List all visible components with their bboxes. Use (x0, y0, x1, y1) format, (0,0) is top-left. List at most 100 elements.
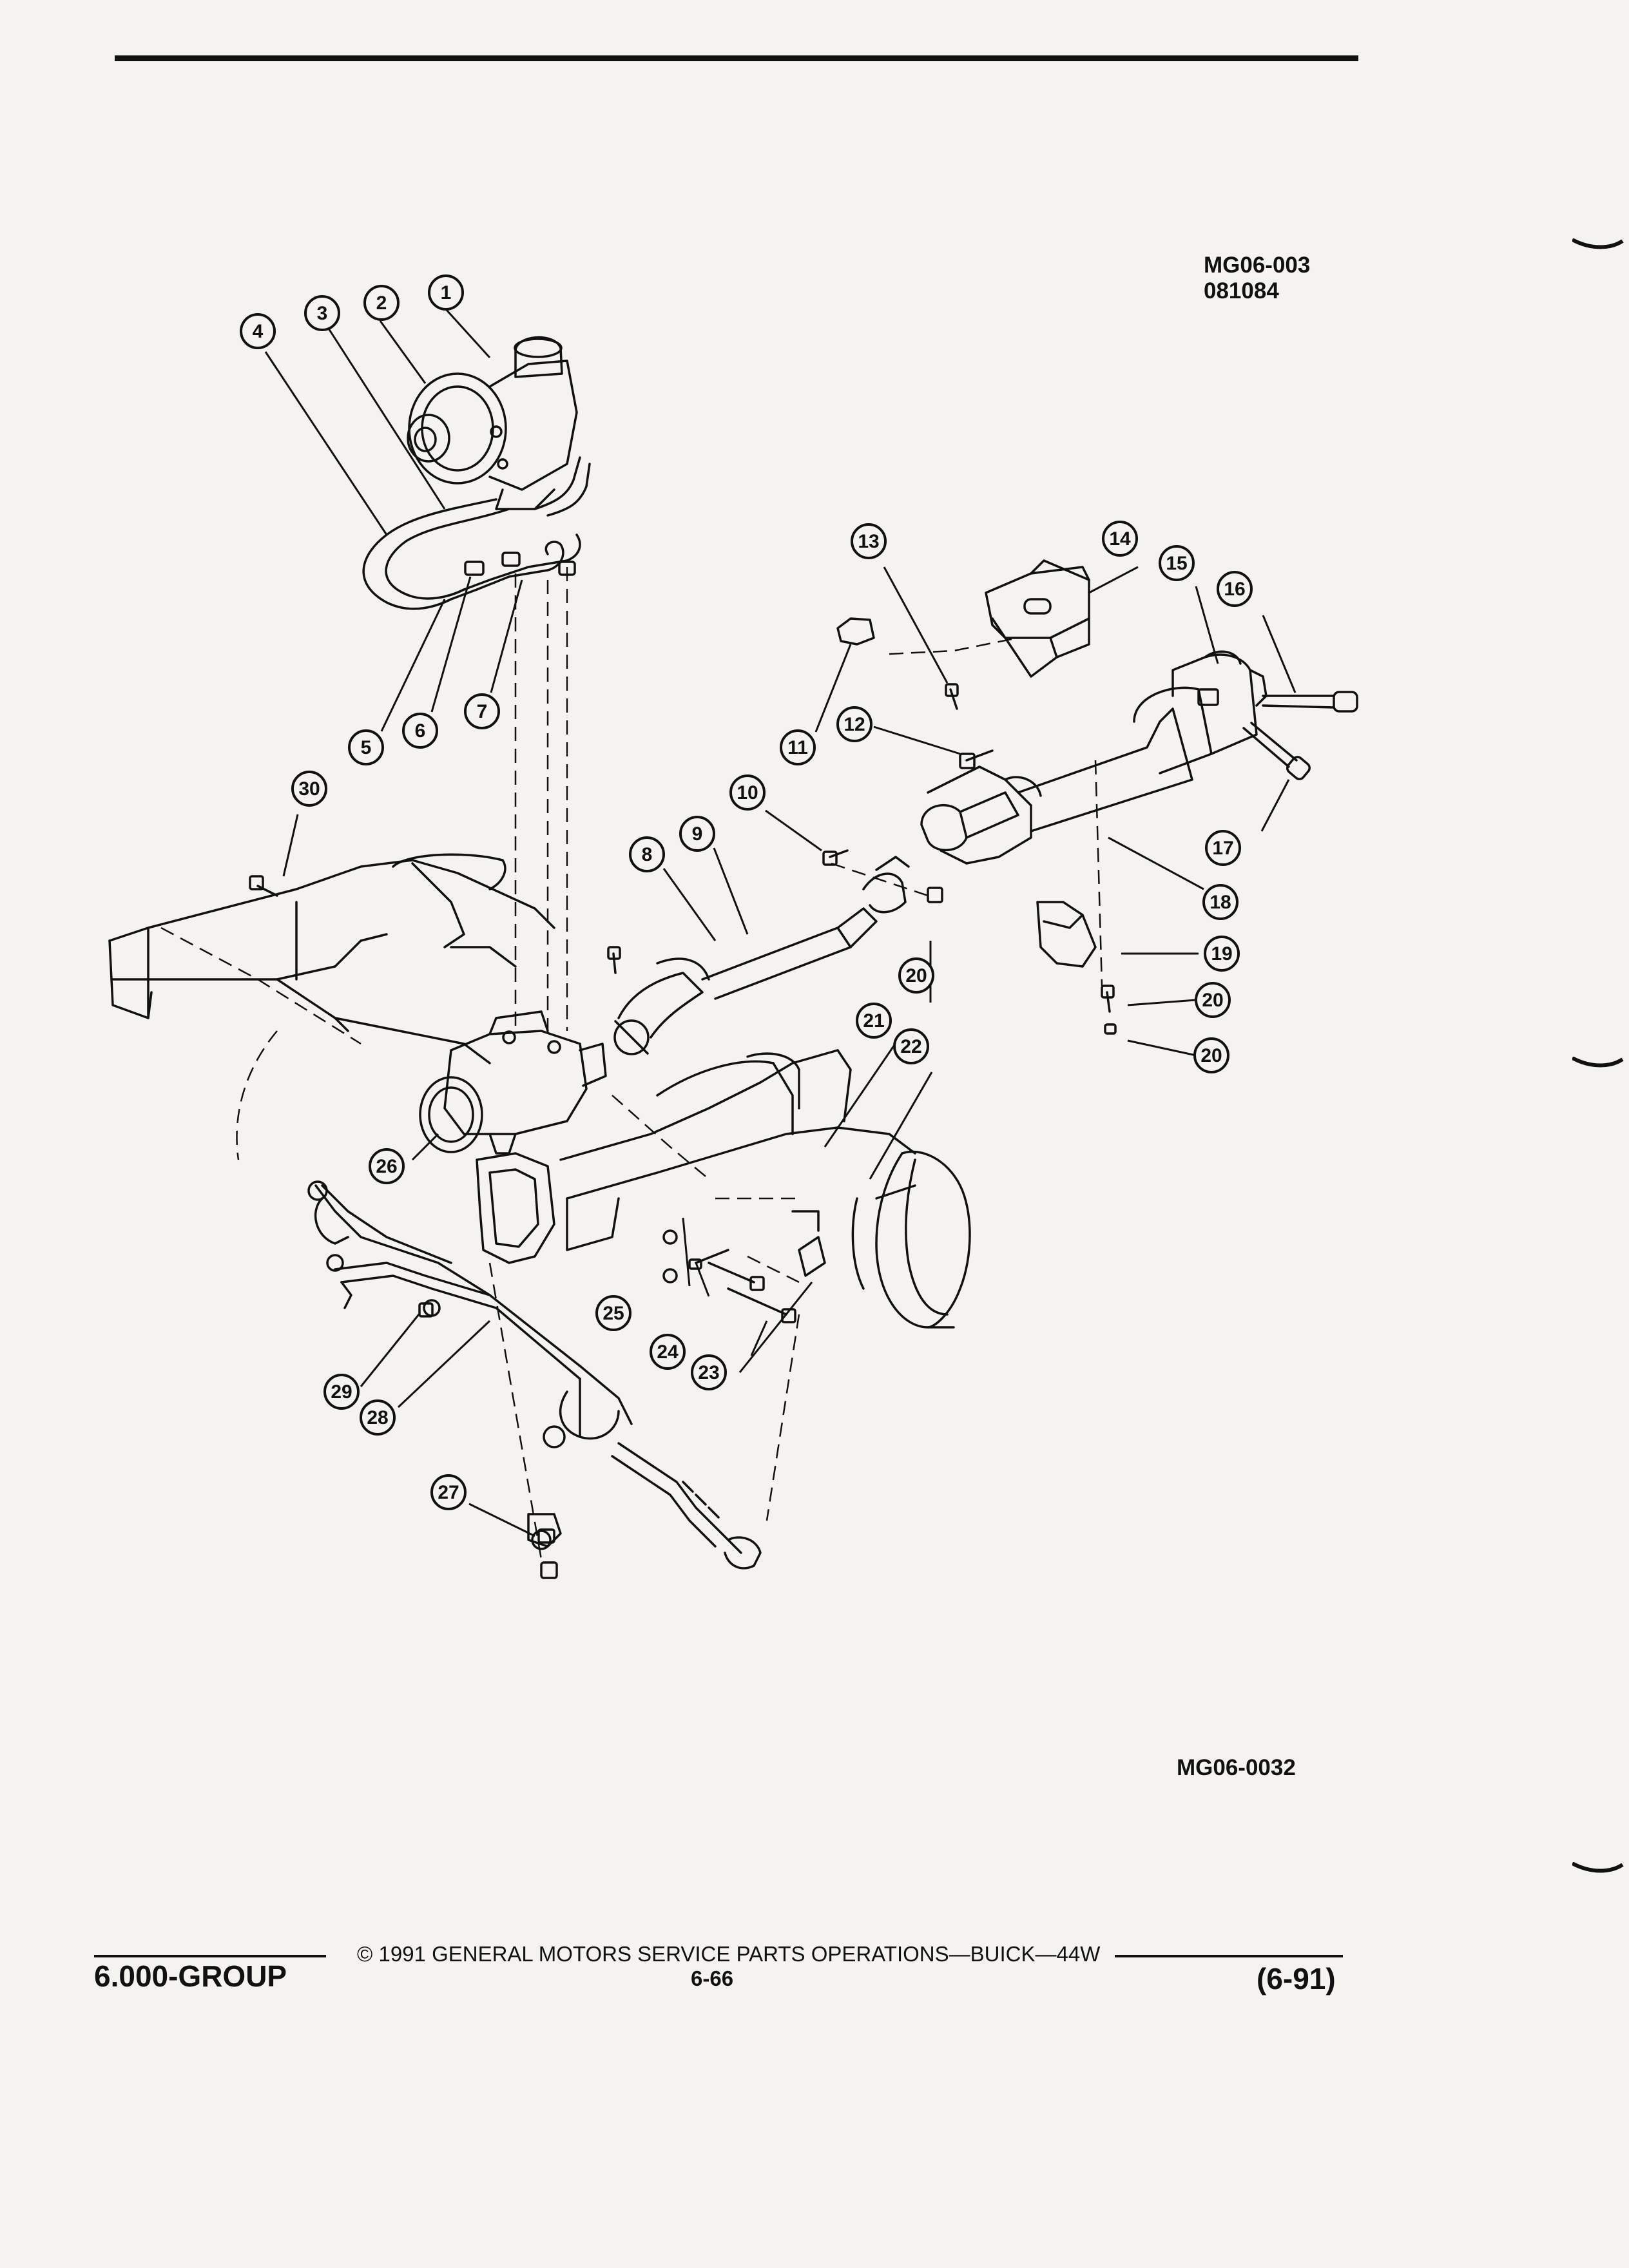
callout-circle (1202, 884, 1239, 920)
callout-number: 22 (900, 1036, 921, 1057)
callout-number: 11 (787, 737, 808, 758)
callout-circle (856, 1003, 892, 1039)
callout-circle (363, 285, 400, 321)
callout-circle (360, 1399, 396, 1436)
callout-circle (369, 1148, 405, 1184)
callout-circle (323, 1374, 360, 1410)
callout-number: 2 (376, 293, 387, 314)
callout-circle (428, 274, 464, 311)
callout-number: 29 (331, 1381, 352, 1403)
callout-circle (691, 1354, 727, 1390)
binding-mark (1572, 1862, 1624, 1873)
binding-mark (1572, 1057, 1624, 1068)
callout-23: 21 (856, 1003, 892, 1039)
steering-column (920, 650, 1268, 865)
callout-31: 29 (323, 1374, 360, 1410)
callout-24: 22 (893, 1028, 929, 1064)
brake-rotor (851, 1150, 971, 1329)
callout-9: 9 (679, 816, 715, 852)
callout-number: 23 (698, 1362, 719, 1383)
callout-25: 23 (691, 1354, 727, 1390)
callout-16: 16 (1217, 571, 1253, 607)
callout-12: 12 (836, 706, 872, 742)
callout-circle (430, 1474, 467, 1510)
callout-number: 4 (253, 321, 264, 342)
callout-13: 13 (851, 523, 887, 559)
callout-circle (402, 713, 438, 749)
callout-circle (348, 729, 384, 765)
callout-number: 27 (438, 1482, 459, 1503)
callout-8: 8 (629, 836, 665, 872)
callout-circle (1204, 936, 1240, 972)
callout-number: 24 (657, 1341, 679, 1363)
secondary-figure-code: MG06-0032 (1177, 1755, 1296, 1780)
callout-5: 5 (348, 729, 384, 765)
callout-20: 20 (898, 957, 934, 994)
callout-number: 21 (863, 1010, 884, 1032)
callout-number: 18 (1210, 892, 1231, 913)
assembly-guide-lines (160, 567, 1103, 1560)
steering-gear (419, 1010, 607, 1155)
shift-levers (1242, 691, 1358, 780)
callout-circle (1195, 982, 1231, 1018)
callout-number: 15 (1166, 553, 1187, 574)
callout-number: 17 (1212, 838, 1233, 859)
callout-number: 7 (477, 701, 488, 722)
steering-linkage (307, 1180, 762, 1570)
callout-number: 30 (298, 778, 320, 800)
callout-32: 30 (291, 771, 327, 807)
callout-6: 6 (402, 713, 438, 749)
callout-number: 14 (1109, 528, 1131, 550)
footer-group-label: 6.000-GROUP (94, 1959, 287, 1993)
column-clamps (836, 617, 1097, 968)
callout-19: 19 (1204, 936, 1240, 972)
callout-number: 20 (1202, 990, 1223, 1011)
callout-circle (729, 774, 766, 811)
callout-circle (1205, 830, 1241, 866)
pressure-hoses (362, 456, 591, 610)
callout-circle (650, 1334, 686, 1370)
callout-4: 4 (240, 313, 276, 349)
callout-number: 13 (858, 531, 879, 552)
callout-number: 10 (737, 782, 758, 803)
callout-number: 8 (642, 844, 653, 865)
callout-21: 20 (1195, 982, 1231, 1018)
callout-28: 26 (369, 1148, 405, 1184)
callout-29: 27 (430, 1474, 467, 1510)
callout-circle (1102, 521, 1138, 557)
callout-7: 7 (464, 693, 500, 729)
callout-number: 16 (1224, 579, 1245, 600)
callout-circle (291, 771, 327, 807)
callout-circle (464, 693, 500, 729)
callout-15: 15 (1159, 545, 1195, 581)
callout-circle (836, 706, 872, 742)
footer-rule-right (1115, 1955, 1343, 1957)
footer-rule-left (94, 1955, 326, 1957)
callout-number: 12 (843, 714, 865, 735)
callout-17: 17 (1205, 830, 1241, 866)
callout-number: 28 (367, 1407, 388, 1428)
footer-copyright: © 1991 GENERAL MOTORS SERVICE PARTS OPER… (357, 1942, 1101, 1966)
callout-circle (595, 1295, 631, 1331)
callout-14: 14 (1102, 521, 1138, 557)
top-rule (115, 55, 1358, 61)
callout-circle (629, 836, 665, 872)
column-bracket-cover (985, 559, 1090, 678)
callout-number: 26 (376, 1156, 397, 1177)
callout-circle (1193, 1037, 1229, 1073)
callout-circle (893, 1028, 929, 1064)
callout-leaders (264, 308, 1296, 1537)
callout-26: 24 (650, 1334, 686, 1370)
callout-18: 18 (1202, 884, 1239, 920)
intermediate-shaft (613, 856, 910, 1055)
callout-30: 28 (360, 1399, 396, 1436)
power-steering-pump (407, 336, 578, 510)
figure-code: MG06-003 (1204, 253, 1311, 278)
callout-number: 20 (905, 965, 927, 986)
callout-2: 2 (363, 285, 400, 321)
frame-crossmember (108, 853, 916, 1264)
callout-10: 10 (729, 774, 766, 811)
